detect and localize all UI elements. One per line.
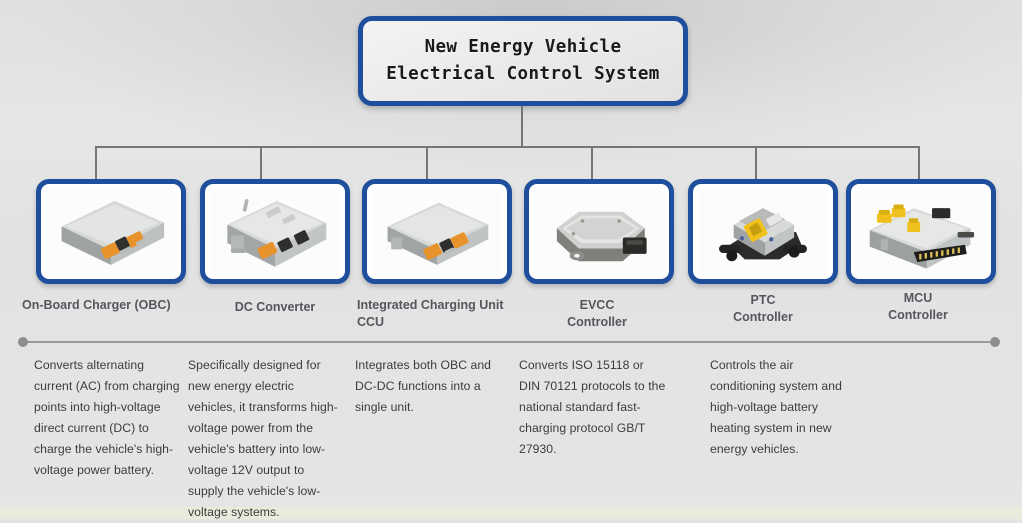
- connector-drop-dc-converter: [260, 146, 262, 179]
- node-label-evcc: EVCC Controller: [567, 298, 627, 329]
- node-label-mcu: MCU Controller: [888, 291, 948, 322]
- node-card-mcu[interactable]: [846, 179, 996, 284]
- evcc-controller-product-photo: [533, 188, 665, 275]
- connector-drop-ccu: [426, 146, 428, 179]
- node-description-evcc: Converts ISO 15118 or DIN 70121 protocol…: [519, 358, 666, 456]
- integrated-charging-unit-product-photo: [371, 188, 503, 275]
- node-label-obc: On-Board Charger (OBC): [22, 298, 171, 312]
- section-divider: [22, 341, 995, 343]
- divider-dot-right: [990, 337, 1000, 347]
- connector-horizontal-bar: [95, 146, 919, 148]
- node-description-dc-converter: Specifically designed for new energy ele…: [188, 358, 338, 519]
- connector-drop-mcu: [918, 146, 920, 179]
- root-node[interactable]: New Energy Vehicle Electrical Control Sy…: [358, 16, 688, 106]
- root-node-title: New Energy Vehicle Electrical Control Sy…: [386, 37, 660, 84]
- bottom-strip: [0, 507, 1022, 519]
- node-label-ptc: PTC Controller: [733, 293, 793, 324]
- dc-converter-product-photo: [209, 188, 341, 275]
- connector-trunk: [521, 106, 523, 147]
- mcu-controller-product-photo: [855, 188, 987, 275]
- node-description-obc: Converts alternating current (AC) from c…: [34, 358, 180, 477]
- node-card-obc[interactable]: [36, 179, 186, 284]
- node-card-ptc[interactable]: [688, 179, 838, 284]
- divider-dot-left: [18, 337, 28, 347]
- connector-drop-evcc: [591, 146, 593, 179]
- node-label-dc-converter: DC Converter: [234, 300, 316, 314]
- node-card-ccu[interactable]: [362, 179, 512, 284]
- node-description-ccu: Integrates both OBC and DC-DC functions …: [355, 358, 491, 414]
- on-board-charger-product-photo: [45, 188, 177, 275]
- ptc-controller-product-photo: [697, 188, 829, 275]
- node-card-evcc[interactable]: [524, 179, 674, 284]
- connector-drop-ptc: [755, 146, 757, 179]
- node-label-ccu: Integrated Charging Unit CCU: [357, 298, 504, 329]
- node-card-dc-converter[interactable]: [200, 179, 350, 284]
- node-description-ptc: Controls the air conditioning system and…: [710, 358, 842, 456]
- connector-drop-obc: [95, 146, 97, 179]
